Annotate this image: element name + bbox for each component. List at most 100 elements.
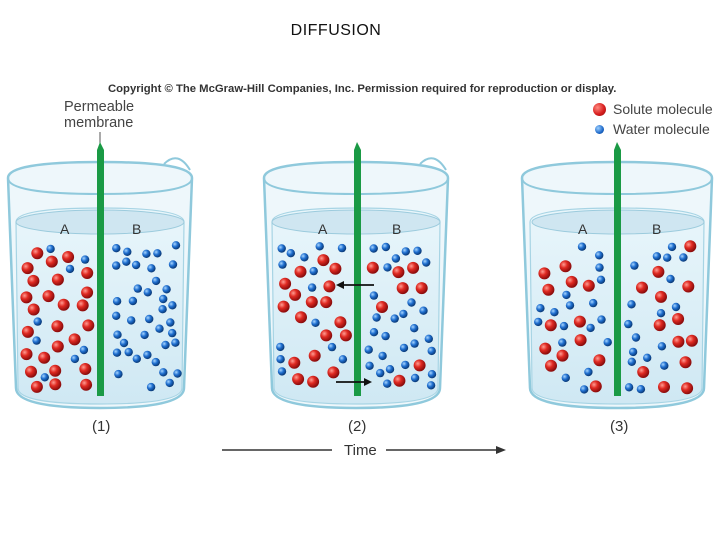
- molecules-beaker-1: [20, 241, 182, 393]
- solute-molecule: [25, 365, 37, 378]
- water-molecule: [143, 288, 152, 297]
- solute-molecule: [681, 382, 694, 395]
- solute-molecule: [79, 363, 92, 375]
- solute-molecule: [658, 381, 670, 393]
- water-molecule: [652, 252, 662, 261]
- red-sphere-icon: [593, 102, 606, 116]
- water-molecule: [309, 266, 318, 276]
- water-molecule: [595, 251, 604, 260]
- solute-molecule: [672, 313, 685, 325]
- water-molecule: [171, 241, 181, 250]
- water-molecule: [603, 338, 612, 347]
- step-label-1: (1): [92, 418, 110, 435]
- water-molecule: [146, 382, 156, 392]
- water-molecule: [113, 330, 122, 339]
- solute-molecule: [542, 283, 555, 296]
- water-molecule: [153, 249, 162, 258]
- molecules-beaker-2: [276, 242, 437, 390]
- legend-label-water: Water molecule: [613, 121, 710, 137]
- water-molecule: [577, 242, 587, 251]
- solute-molecule: [320, 329, 333, 342]
- water-molecule: [407, 298, 416, 307]
- water-molecule: [561, 373, 570, 382]
- solute-molecule: [407, 261, 420, 274]
- water-molecule: [286, 249, 295, 258]
- solute-flow-arrow: [336, 378, 372, 386]
- water-molecule: [338, 355, 348, 364]
- step-label-3: (3): [610, 418, 628, 435]
- water-molecule: [79, 345, 89, 355]
- water-molecule: [419, 306, 428, 315]
- solute-molecule: [279, 277, 292, 290]
- water-molecule: [165, 378, 174, 388]
- solute-molecule: [323, 280, 336, 293]
- solute-molecule: [538, 267, 551, 280]
- solute-molecule: [51, 340, 64, 353]
- water-molecule: [168, 260, 178, 269]
- solute-molecule: [81, 267, 94, 279]
- water-molecule: [311, 318, 320, 327]
- water-molecule: [128, 296, 138, 306]
- water-molecule: [127, 316, 136, 325]
- water-molecule: [656, 309, 666, 318]
- water-molecule: [627, 300, 636, 309]
- water-molecule: [624, 319, 633, 329]
- step-label-2: (2): [348, 418, 366, 435]
- water-molecule: [401, 360, 410, 370]
- water-molecule: [628, 347, 638, 357]
- solute-molecule: [545, 359, 557, 372]
- water-molecule: [422, 258, 431, 267]
- water-molecule: [427, 370, 437, 379]
- water-molecule: [276, 355, 285, 364]
- water-molecule: [65, 264, 75, 274]
- side-b-label-3: B: [652, 221, 661, 237]
- water-molecule: [627, 357, 636, 366]
- legend-item-solute: Solute molecule: [593, 99, 713, 119]
- water-molecule: [369, 244, 378, 253]
- legend-label-solute: Solute molecule: [613, 101, 713, 117]
- water-molecule: [133, 284, 142, 293]
- water-molecule: [383, 379, 392, 388]
- water-molecule: [372, 313, 381, 322]
- water-molecule: [307, 283, 317, 292]
- side-b-label-1: B: [132, 221, 141, 237]
- water-molecule: [364, 345, 373, 354]
- solute-molecule: [376, 301, 388, 313]
- water-molecule: [162, 285, 171, 294]
- solute-molecule: [294, 265, 307, 278]
- blue-sphere-icon: [595, 124, 604, 134]
- water-molecule: [171, 338, 180, 347]
- water-molecule: [536, 304, 545, 313]
- solute-molecule: [636, 281, 648, 294]
- solute-molecule: [415, 282, 428, 295]
- water-molecule: [140, 330, 149, 340]
- molecules-beaker-3: [534, 240, 698, 395]
- water-molecule: [597, 315, 606, 324]
- water-molecule: [584, 367, 593, 377]
- water-molecule: [534, 317, 543, 327]
- water-molecule: [145, 314, 154, 324]
- solute-molecule: [589, 380, 602, 393]
- legend: Solute molecule Water molecule: [593, 99, 713, 139]
- water-molecule: [562, 290, 571, 300]
- water-molecule: [40, 373, 49, 382]
- water-molecule: [124, 347, 133, 357]
- water-molecule: [401, 247, 410, 256]
- water-molecule: [32, 336, 41, 345]
- solute-molecule: [57, 298, 70, 311]
- water-molecule: [276, 342, 285, 352]
- water-molecule: [33, 317, 42, 326]
- water-molecule: [399, 343, 409, 353]
- solute-molecule: [51, 273, 64, 286]
- solute-molecule: [292, 373, 305, 386]
- water-molecule: [112, 244, 121, 253]
- solute-molecule: [559, 260, 572, 273]
- water-molecule: [586, 323, 595, 333]
- water-molecule: [277, 244, 286, 253]
- solute-molecule: [288, 356, 301, 369]
- solute-molecule: [653, 319, 666, 332]
- water-molecule: [643, 353, 652, 362]
- solute-molecule: [544, 319, 557, 332]
- water-molecule: [391, 254, 401, 263]
